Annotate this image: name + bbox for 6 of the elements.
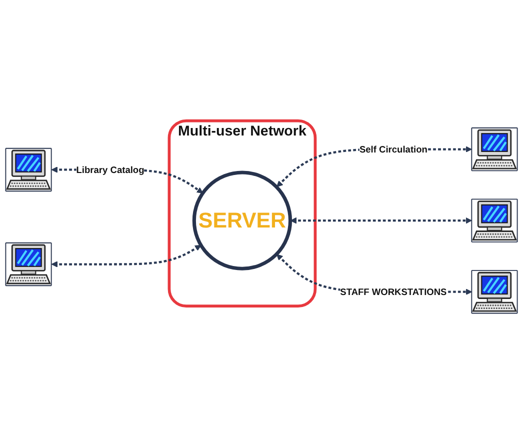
node-circle: SERVER bbox=[192, 170, 292, 270]
edge-label: STAFF WORKSTATIONS bbox=[340, 286, 447, 298]
edge-label: Self Circulation bbox=[359, 144, 428, 154]
arrow bbox=[51, 244, 202, 268]
edge-label: Library Catalog bbox=[76, 164, 144, 175]
arrow bbox=[290, 217, 472, 224]
